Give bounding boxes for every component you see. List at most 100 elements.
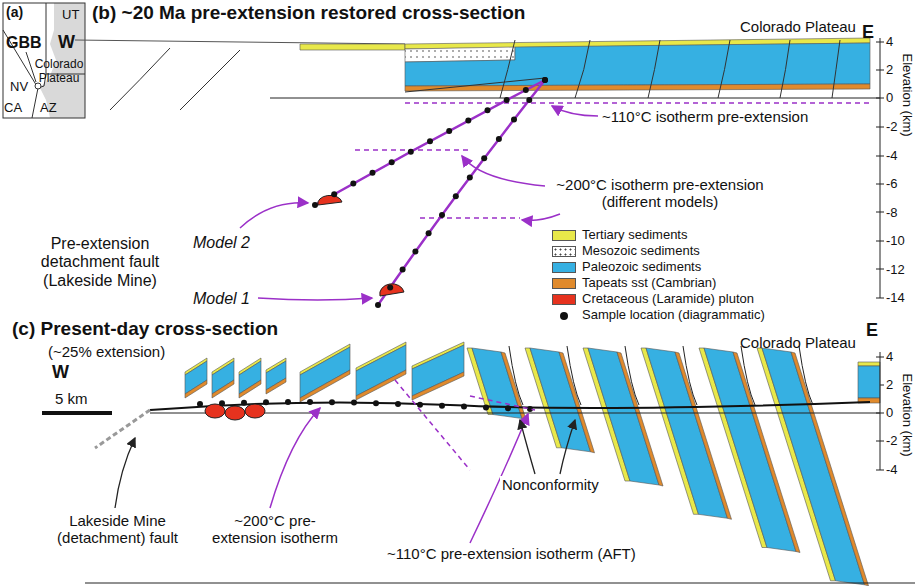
sample-dot: [426, 230, 432, 236]
tick-label: -10: [886, 234, 905, 249]
sample-dot: [329, 399, 335, 405]
normal-fault: [741, 346, 755, 405]
sample-dot: [375, 302, 381, 308]
annotation: AZ: [40, 101, 57, 116]
tick-label: -4: [886, 463, 898, 478]
sample-dot: [446, 128, 452, 134]
sample-dot: [285, 399, 291, 405]
tick-label: 0: [886, 91, 893, 106]
sample-dot: [542, 77, 548, 83]
annotation: NV: [10, 80, 28, 95]
sample-dot: [453, 193, 459, 199]
normal-fault: [509, 346, 523, 405]
normal-fault: [567, 346, 581, 405]
direction: W: [52, 362, 69, 383]
annotation: ~200°C pre-extension isotherm: [205, 512, 345, 547]
sample-dot: [219, 400, 225, 406]
annotation: UT: [62, 8, 79, 23]
axis-title: Elevation (km): [900, 373, 915, 456]
annotation: Lakeside Mine (detachment) fault: [50, 512, 185, 547]
panel-title: (c) Present-day cross-section: [12, 318, 278, 340]
sample-dot: [526, 97, 532, 103]
strata: [300, 347, 350, 398]
annotation: Nonconformity: [500, 476, 601, 493]
annotation: ~110°C pre-extension isotherm (AFT): [385, 545, 638, 562]
tick: [876, 212, 884, 213]
tick-label: -4: [886, 149, 898, 164]
sample-dot: [483, 405, 489, 411]
sample-dot: [439, 403, 445, 409]
sample-dot: [439, 212, 445, 218]
sample-dot: [505, 405, 511, 411]
strata: [530, 348, 591, 452]
tick-label: 4: [886, 35, 893, 50]
tick-label: 2: [886, 63, 893, 78]
direction: E: [866, 320, 878, 341]
sample-dot: [465, 118, 471, 124]
tick: [876, 156, 884, 157]
strata: [239, 380, 261, 398]
sample-dot: [417, 402, 423, 408]
annotation: Pre-extension detachment fault (Lakeside…: [25, 235, 175, 290]
model-label: Model 1: [193, 290, 250, 308]
strata: [412, 345, 464, 396]
tick: [876, 98, 884, 99]
annotation: Colorado Plateau: [740, 18, 856, 35]
tick-label: 0: [886, 406, 893, 421]
sample-dot: [467, 174, 473, 180]
tick-label: -14: [886, 291, 905, 306]
annotation: GBB: [6, 34, 42, 52]
sample-dot: [307, 399, 313, 405]
tick-label: -8: [886, 206, 898, 221]
legend-text: Cretaceous (Laramide) pluton: [582, 292, 754, 307]
strata: [412, 372, 464, 400]
sample-dot: [373, 400, 379, 406]
panel-letter: (a): [6, 4, 23, 20]
legend-swatch: [552, 262, 576, 273]
tick: [876, 269, 884, 270]
sample-dot: [370, 170, 376, 176]
legend-swatch: [552, 294, 576, 305]
sample-dot: [312, 202, 318, 208]
legend-text: Paleozoic sediments: [582, 260, 701, 275]
panel-title: (b) ~20 Ma pre-extension restored cross-…: [92, 2, 525, 24]
sample-dot: [387, 284, 393, 290]
annotation: (~25% extension): [48, 343, 165, 360]
strata: [791, 352, 869, 586]
strata: [762, 348, 865, 585]
location-map: [3, 3, 85, 118]
tick: [876, 127, 884, 128]
tick: [876, 241, 884, 242]
annotation: ~110°C isotherm pre-extension: [600, 108, 810, 125]
tick-label: -12: [886, 263, 905, 278]
sample-dot: [481, 155, 487, 161]
sample-dot: [485, 107, 491, 113]
strata: [501, 352, 526, 420]
tick-label: 4: [886, 350, 893, 365]
legend-text: Sample location (diagrammatic): [582, 308, 765, 323]
tick: [876, 298, 884, 299]
legend-text: Mesozoic sediments: [582, 244, 700, 259]
sample-dot: [504, 97, 510, 103]
tick: [876, 184, 884, 185]
annotation: ~200°C isotherm pre-extension (different…: [545, 176, 775, 211]
sample-dot: [511, 117, 517, 123]
annotation: CA: [4, 101, 22, 116]
sample-dot: [496, 136, 502, 142]
tick-label: 2: [886, 378, 893, 393]
strata: [212, 380, 234, 398]
tick: [876, 70, 884, 71]
sample-dot: [395, 401, 401, 407]
strata: [356, 370, 406, 400]
legend-swatch: [552, 278, 576, 289]
direction: E: [862, 22, 874, 43]
sample-dot: [389, 159, 395, 165]
sample-dot: [331, 191, 337, 197]
strata: [300, 370, 350, 402]
legend-swatch: [552, 230, 576, 241]
sample-dot: [542, 77, 548, 83]
legend-swatch: [552, 246, 576, 257]
tick-label: -6: [886, 177, 898, 192]
axis-title: Elevation (km): [900, 53, 915, 136]
normal-fault: [683, 346, 697, 405]
